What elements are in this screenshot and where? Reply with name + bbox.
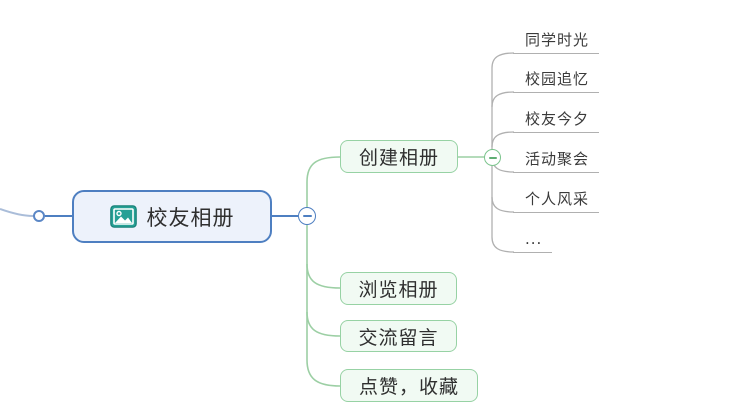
root-collapse-button[interactable] <box>298 207 316 225</box>
leaf-node[interactable]: 个人风采 <box>513 190 600 213</box>
branch-label: 交流留言 <box>358 326 439 349</box>
minus-icon <box>302 215 312 217</box>
branch-node-create-album[interactable]: 创建相册 <box>340 140 458 173</box>
branch-label: 点赞，收藏 <box>358 376 459 398</box>
minus-icon <box>488 156 497 159</box>
branch-label: 创建相册 <box>358 147 439 169</box>
leaf-node[interactable]: 活动聚会 <box>513 150 600 173</box>
root-label: 校友相册 <box>146 205 235 230</box>
leaf-node[interactable]: 校园追忆 <box>513 70 600 93</box>
branch-collapse-button[interactable] <box>484 149 501 166</box>
root-node[interactable]: 校友相册 <box>72 190 272 243</box>
parent-link-dot[interactable] <box>33 210 45 222</box>
image-icon <box>109 205 137 228</box>
branch-node-like-favorite[interactable]: 点赞，收藏 <box>340 369 478 402</box>
branch-label: 浏览相册 <box>358 279 439 301</box>
branch-node-message-board[interactable]: 交流留言 <box>340 320 457 352</box>
leaf-node[interactable]: 同学时光 <box>513 31 600 54</box>
branch-node-browse-album[interactable]: 浏览相册 <box>340 272 457 305</box>
leaf-node[interactable]: 校友今夕 <box>513 110 600 133</box>
leaf-node[interactable]: ... <box>513 230 553 253</box>
